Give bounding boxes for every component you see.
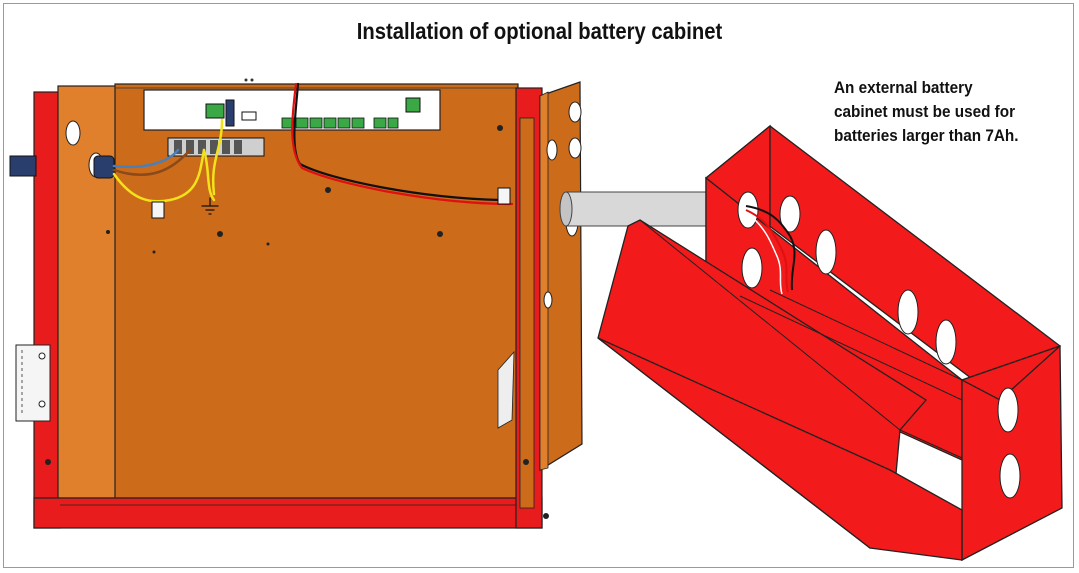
panel-wiring — [112, 82, 514, 219]
battery-connector — [497, 187, 511, 205]
note-line-3: batteries larger than 7Ah. — [834, 126, 1019, 145]
diagram-title: Installation of optional battery cabinet — [356, 18, 723, 44]
diagram-frame — [3, 3, 1074, 568]
battery-cabinet — [597, 124, 1063, 562]
note-line-2: cabinet must be used for — [834, 102, 1016, 121]
left-door-panel — [57, 85, 121, 499]
battery-cabinet-note: An external battery cabinet must be used… — [834, 76, 1050, 148]
cable-gland — [9, 155, 37, 177]
bottom-red-frame — [33, 497, 543, 529]
terminal-strip — [281, 117, 399, 129]
note-line-1: An external battery — [834, 78, 973, 97]
